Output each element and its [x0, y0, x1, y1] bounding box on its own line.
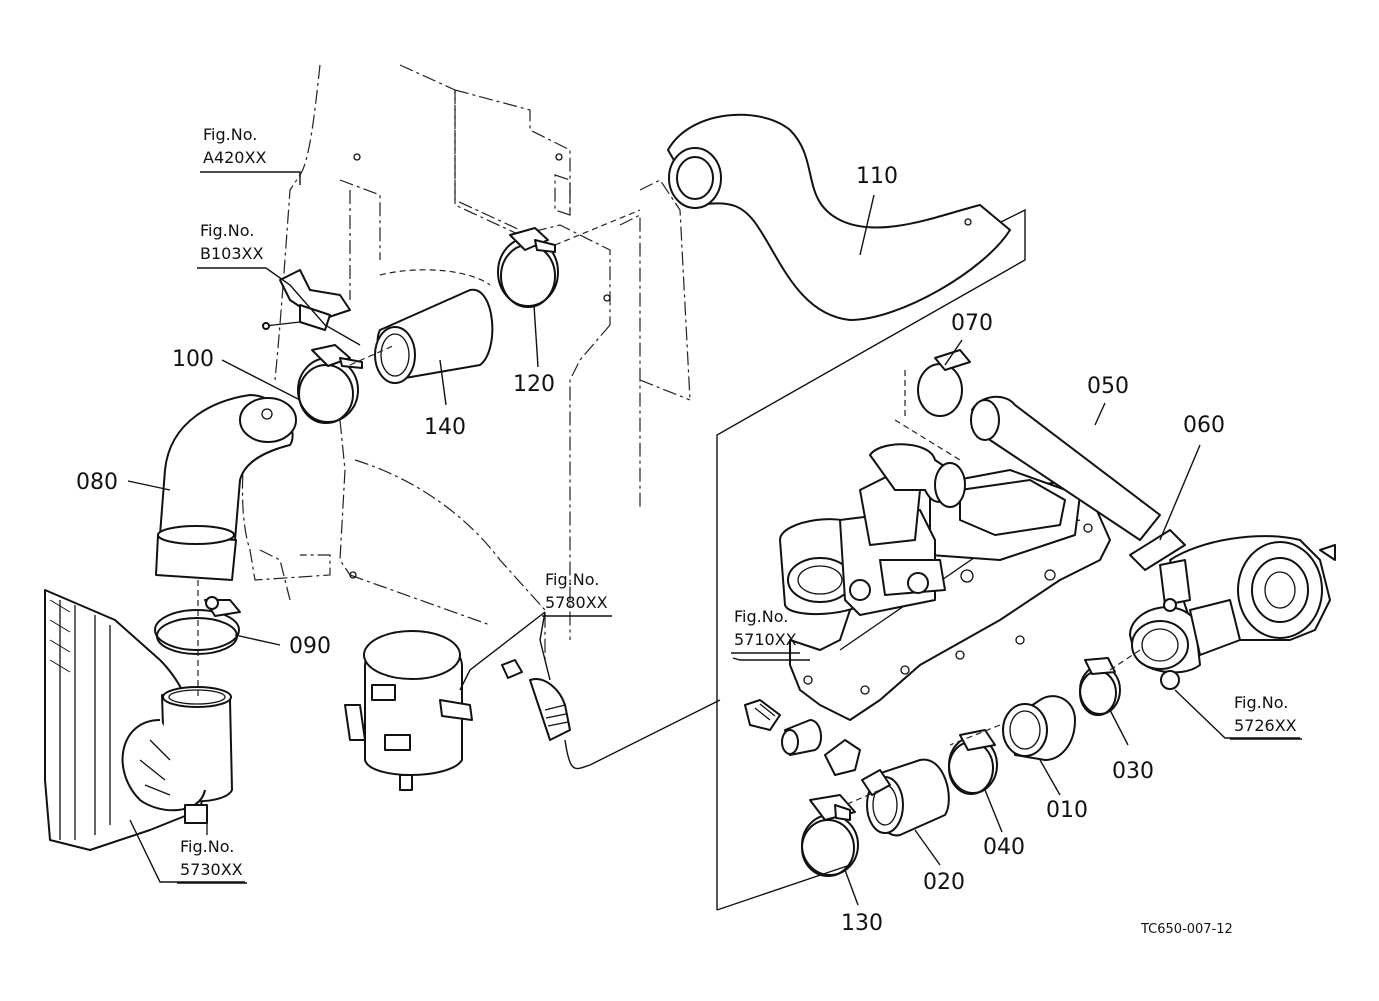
label-110: 110 [856, 164, 898, 189]
figref-5726-prefix: Fig.No. [1234, 693, 1288, 712]
turbocharger-5726 [1129, 535, 1336, 690]
clamp-040 [948, 729, 998, 795]
figref-a420-code: A420XX [203, 148, 266, 167]
clamp-100 [297, 344, 363, 424]
clamp-130 [801, 794, 859, 877]
part-labels: 110 120 140 100 080 090 070 050 060 030 … [76, 164, 1225, 936]
inset-bracket-lines [716, 208, 1026, 911]
figref-5730-code: 5730XX [180, 860, 243, 879]
elbow-hose-080 [155, 394, 297, 581]
figure-references: Fig.No. A420XX Fig.No. B103XX Fig.No. 57… [177, 125, 1302, 884]
chassis-frame-outline [241, 64, 691, 660]
leader-lines [127, 171, 1300, 906]
clamp-120 [497, 227, 559, 308]
label-070: 070 [951, 311, 993, 336]
label-050: 050 [1087, 374, 1129, 399]
figref-a420-prefix: Fig.No. [203, 125, 257, 144]
figref-5710-prefix: Fig.No. [734, 607, 788, 626]
figref-5780-code: 5780XX [545, 593, 608, 612]
figref-b103-code: B103XX [200, 244, 263, 263]
label-040: 040 [983, 835, 1025, 860]
label-100: 100 [172, 347, 214, 372]
label-010: 010 [1046, 798, 1088, 823]
clamp-070 [917, 349, 971, 417]
label-020: 020 [923, 870, 965, 895]
label-120: 120 [513, 372, 555, 397]
reducer-010 [1002, 695, 1076, 761]
breather-5780 [344, 630, 721, 791]
label-030: 030 [1112, 759, 1154, 784]
connector-fittings [744, 699, 891, 796]
label-060: 060 [1183, 413, 1225, 438]
label-130: 130 [841, 911, 883, 936]
figref-5710-code: 5710XX [734, 630, 797, 649]
label-090: 090 [289, 634, 331, 659]
sensor-b103 [262, 269, 351, 331]
drawing-code: TC650-007-12 [1140, 922, 1233, 937]
figref-5726-code: 5726XX [1234, 716, 1297, 735]
hose-110 [667, 113, 1011, 321]
figref-5730-prefix: Fig.No. [180, 837, 234, 856]
figref-5780-prefix: Fig.No. [545, 570, 599, 589]
clamp-030 [1079, 657, 1121, 716]
label-080: 080 [76, 470, 118, 495]
alignment-lines [197, 209, 1141, 806]
hose-050 [970, 395, 1161, 541]
figref-b103-prefix: Fig.No. [200, 221, 254, 240]
label-140: 140 [424, 415, 466, 440]
tube-140 [374, 288, 494, 384]
clamp-060 [1129, 529, 1186, 571]
air-cleaner-5730 [44, 589, 233, 851]
intake-manifold-5710 [779, 443, 1111, 721]
